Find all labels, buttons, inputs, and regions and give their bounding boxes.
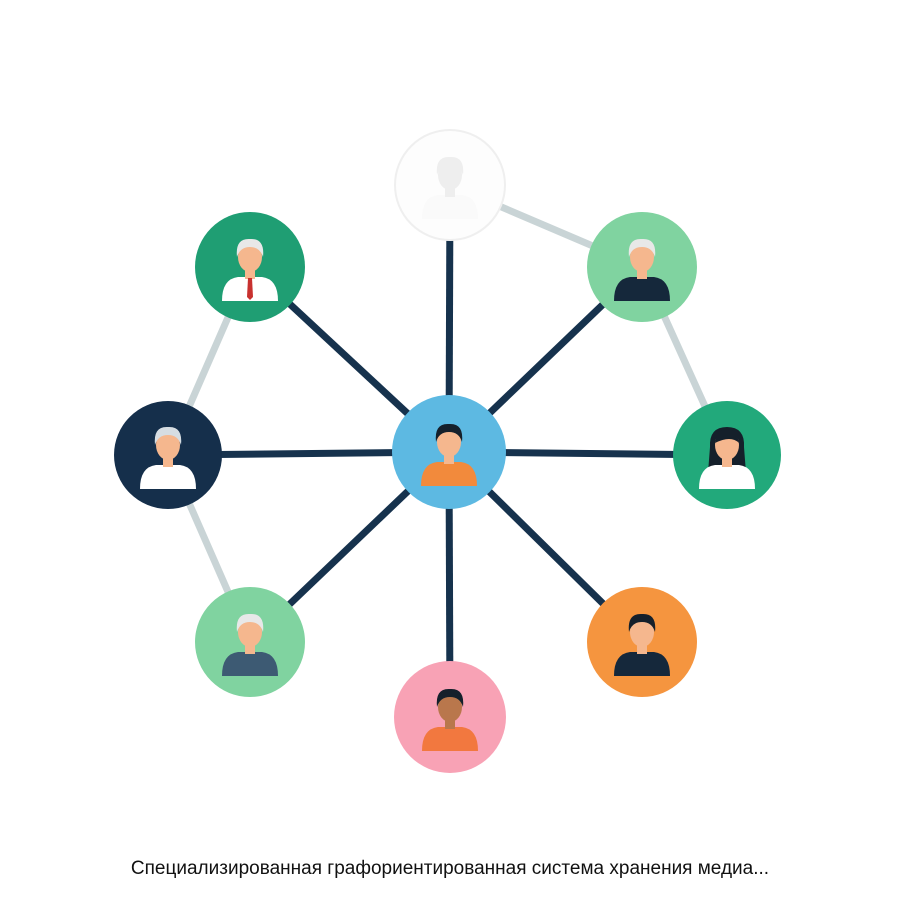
hair bbox=[715, 429, 739, 443]
neck bbox=[637, 644, 647, 654]
person-icon bbox=[222, 238, 278, 301]
node-right bbox=[673, 401, 781, 509]
head bbox=[630, 242, 654, 272]
head bbox=[437, 427, 461, 457]
node-top-right bbox=[587, 212, 697, 322]
neck bbox=[445, 719, 455, 729]
tie bbox=[247, 278, 253, 300]
person-icon bbox=[222, 613, 278, 676]
hair bbox=[436, 156, 464, 175]
hair bbox=[628, 238, 656, 257]
neck bbox=[163, 457, 173, 467]
neck bbox=[637, 269, 647, 279]
person-icon bbox=[421, 423, 477, 486]
neck bbox=[245, 269, 255, 279]
node-top bbox=[394, 129, 506, 241]
head bbox=[438, 692, 462, 722]
head bbox=[238, 617, 262, 647]
head bbox=[438, 160, 462, 190]
node-bottom-left bbox=[195, 587, 305, 697]
person-icon bbox=[140, 426, 196, 489]
head bbox=[630, 617, 654, 647]
neck bbox=[722, 457, 732, 467]
body bbox=[422, 727, 478, 751]
body bbox=[140, 465, 196, 489]
head bbox=[156, 430, 180, 460]
person-icon bbox=[422, 688, 478, 751]
caption: Специализированная графориентированная с… bbox=[130, 858, 770, 879]
hair bbox=[154, 426, 182, 445]
person-icon bbox=[699, 427, 755, 489]
hair bbox=[236, 613, 264, 632]
hair bbox=[236, 238, 264, 257]
body bbox=[614, 652, 670, 676]
person-icon bbox=[614, 238, 670, 301]
node-bottom-right bbox=[587, 587, 697, 697]
person-icon bbox=[614, 613, 670, 676]
node-center bbox=[392, 395, 506, 509]
head bbox=[238, 242, 262, 272]
hair bbox=[628, 613, 656, 632]
body bbox=[614, 277, 670, 301]
hair bbox=[435, 423, 463, 442]
body bbox=[222, 652, 278, 676]
hair bbox=[436, 688, 464, 707]
neck bbox=[444, 454, 454, 464]
body bbox=[699, 465, 755, 489]
node-bottom bbox=[394, 661, 506, 773]
body bbox=[422, 195, 478, 219]
person-icon bbox=[422, 156, 478, 219]
body bbox=[421, 462, 477, 486]
neck bbox=[245, 644, 255, 654]
neck bbox=[445, 187, 455, 197]
node-left bbox=[114, 401, 222, 509]
node-top-left bbox=[195, 212, 305, 322]
